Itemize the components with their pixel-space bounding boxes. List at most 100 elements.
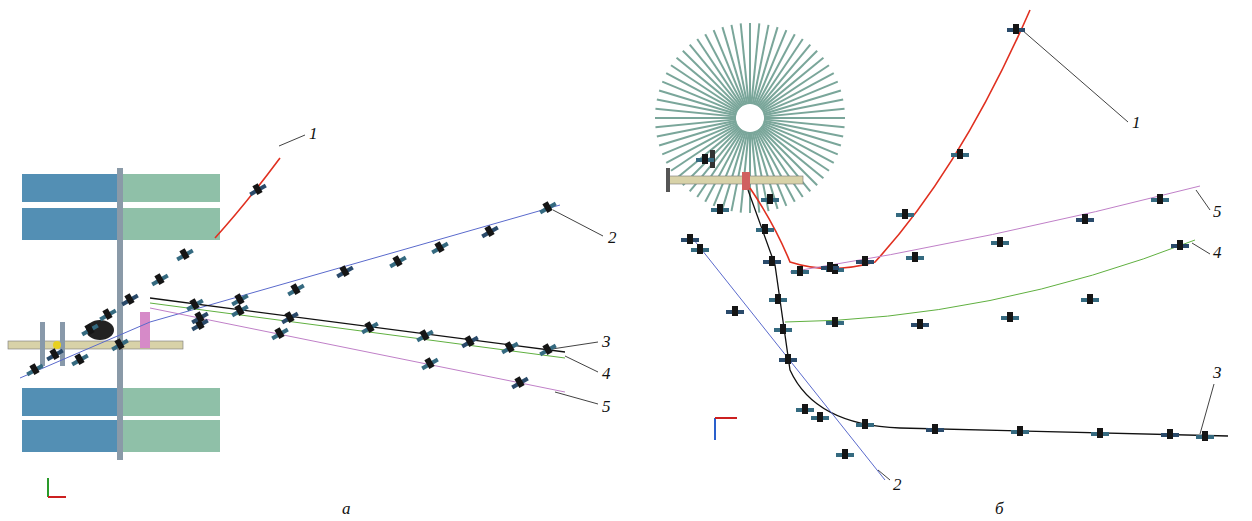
spacecraft-marker (499, 338, 520, 356)
callout-number: 2 (608, 229, 617, 247)
spacecraft-marker (791, 266, 809, 276)
solar-ray (697, 130, 742, 197)
station-b (666, 150, 803, 192)
spacecraft-marker (856, 256, 874, 266)
spacecraft-marker (826, 317, 844, 327)
trajectory (785, 240, 1195, 322)
solar-ray (757, 130, 795, 201)
solar-ray (764, 109, 845, 117)
trajectory (215, 158, 280, 238)
spacecraft-marker (1171, 240, 1189, 250)
callout-number: 4 (1213, 244, 1222, 262)
spacecraft-marker (429, 238, 450, 256)
spacecraft-marker (1161, 429, 1179, 439)
callout-number: 1 (309, 125, 318, 143)
spacecraft-marker (537, 340, 558, 358)
spacecraft-marker (459, 332, 480, 350)
axes (715, 418, 737, 440)
spacecraft-marker (174, 245, 195, 263)
spacecraft-marker (726, 306, 744, 316)
spacecraft-marker (796, 404, 814, 414)
spacecraft-marker (119, 290, 140, 308)
panel-letter: б (995, 500, 1004, 518)
leader-lines (878, 30, 1214, 480)
spacecraft-marker (763, 256, 781, 266)
solar-array (655, 23, 845, 213)
solar-panel (22, 208, 120, 240)
spacecraft-marker (836, 449, 854, 459)
station-a (8, 168, 220, 460)
trajectory (150, 308, 565, 392)
callout-number: 5 (602, 398, 611, 416)
spacecraft-marker (285, 280, 306, 298)
spacecraft-marker (387, 252, 408, 270)
spacecraft-marker (1081, 294, 1099, 304)
solar-panel (22, 420, 120, 452)
solar-ray (741, 23, 749, 104)
spacecraft-marker (774, 324, 792, 334)
spacecraft-marker (414, 326, 435, 344)
spacecraft-marker (69, 350, 90, 368)
solar-panel (22, 174, 120, 202)
solar-panel (22, 388, 120, 416)
spacecraft-marker (896, 209, 914, 219)
spacecraft-marker (1011, 426, 1029, 436)
spacecraft-marker (681, 234, 699, 244)
module (666, 168, 670, 192)
module (742, 172, 750, 190)
spacecraft-marker (97, 305, 118, 323)
callout-number: 3 (1213, 364, 1222, 382)
spacecraft-marker (691, 244, 709, 254)
spacecraft-markers (24, 24, 1214, 459)
spacecraft-marker (911, 319, 929, 329)
module (40, 322, 45, 366)
solar-ray (705, 130, 743, 201)
callout-number: 1 (1132, 114, 1141, 132)
spacecraft-marker (1001, 312, 1019, 322)
solar-ray (749, 23, 751, 104)
spacecraft-marker (509, 373, 530, 391)
truss (117, 168, 123, 460)
solar-ray (655, 119, 736, 127)
spacecraft-marker (537, 198, 558, 216)
spacecraft-marker (109, 335, 130, 353)
spacecraft-marker (779, 354, 797, 364)
spacecraft-marker (184, 295, 205, 313)
module (53, 341, 61, 349)
callout-number: 2 (893, 476, 902, 494)
spacecraft-marker (419, 354, 440, 372)
axes (48, 478, 66, 497)
spacecraft-marker (906, 252, 924, 262)
spacecraft-marker (24, 360, 45, 378)
panel-letter: а (342, 500, 351, 518)
spacecraft-marker (821, 262, 839, 272)
module (140, 312, 150, 348)
trajectory (750, 10, 1030, 269)
spacecraft-marker (711, 204, 729, 214)
spacecraft-marker (811, 412, 829, 422)
spacecraft-marker (769, 294, 787, 304)
module (668, 176, 803, 184)
spacecraft-marker (229, 301, 250, 319)
spacecraft-marker (1091, 428, 1109, 438)
trajectory (690, 235, 885, 480)
spacecraft-marker (269, 324, 290, 342)
callout-number: 5 (1213, 203, 1222, 221)
spacecraft-marker (756, 224, 774, 234)
trajectory (20, 205, 560, 378)
spacecraft-marker (1151, 194, 1169, 204)
solar-ray (762, 73, 833, 111)
spacecraft-marker (856, 419, 874, 429)
axes (48, 496, 66, 498)
spacecraft-marker (1007, 24, 1025, 34)
trajectory (790, 186, 1200, 272)
spacecraft-marker (1196, 431, 1214, 441)
spacecraft-marker (479, 222, 500, 240)
spacecraft-marker (149, 270, 170, 288)
spacecraft-marker (79, 320, 100, 338)
spacecraft-marker (189, 308, 210, 326)
solar-ray (764, 117, 845, 119)
spacecraft-marker (761, 194, 779, 204)
spacecraft-marker (1076, 214, 1094, 224)
spacecraft-marker (334, 262, 355, 280)
